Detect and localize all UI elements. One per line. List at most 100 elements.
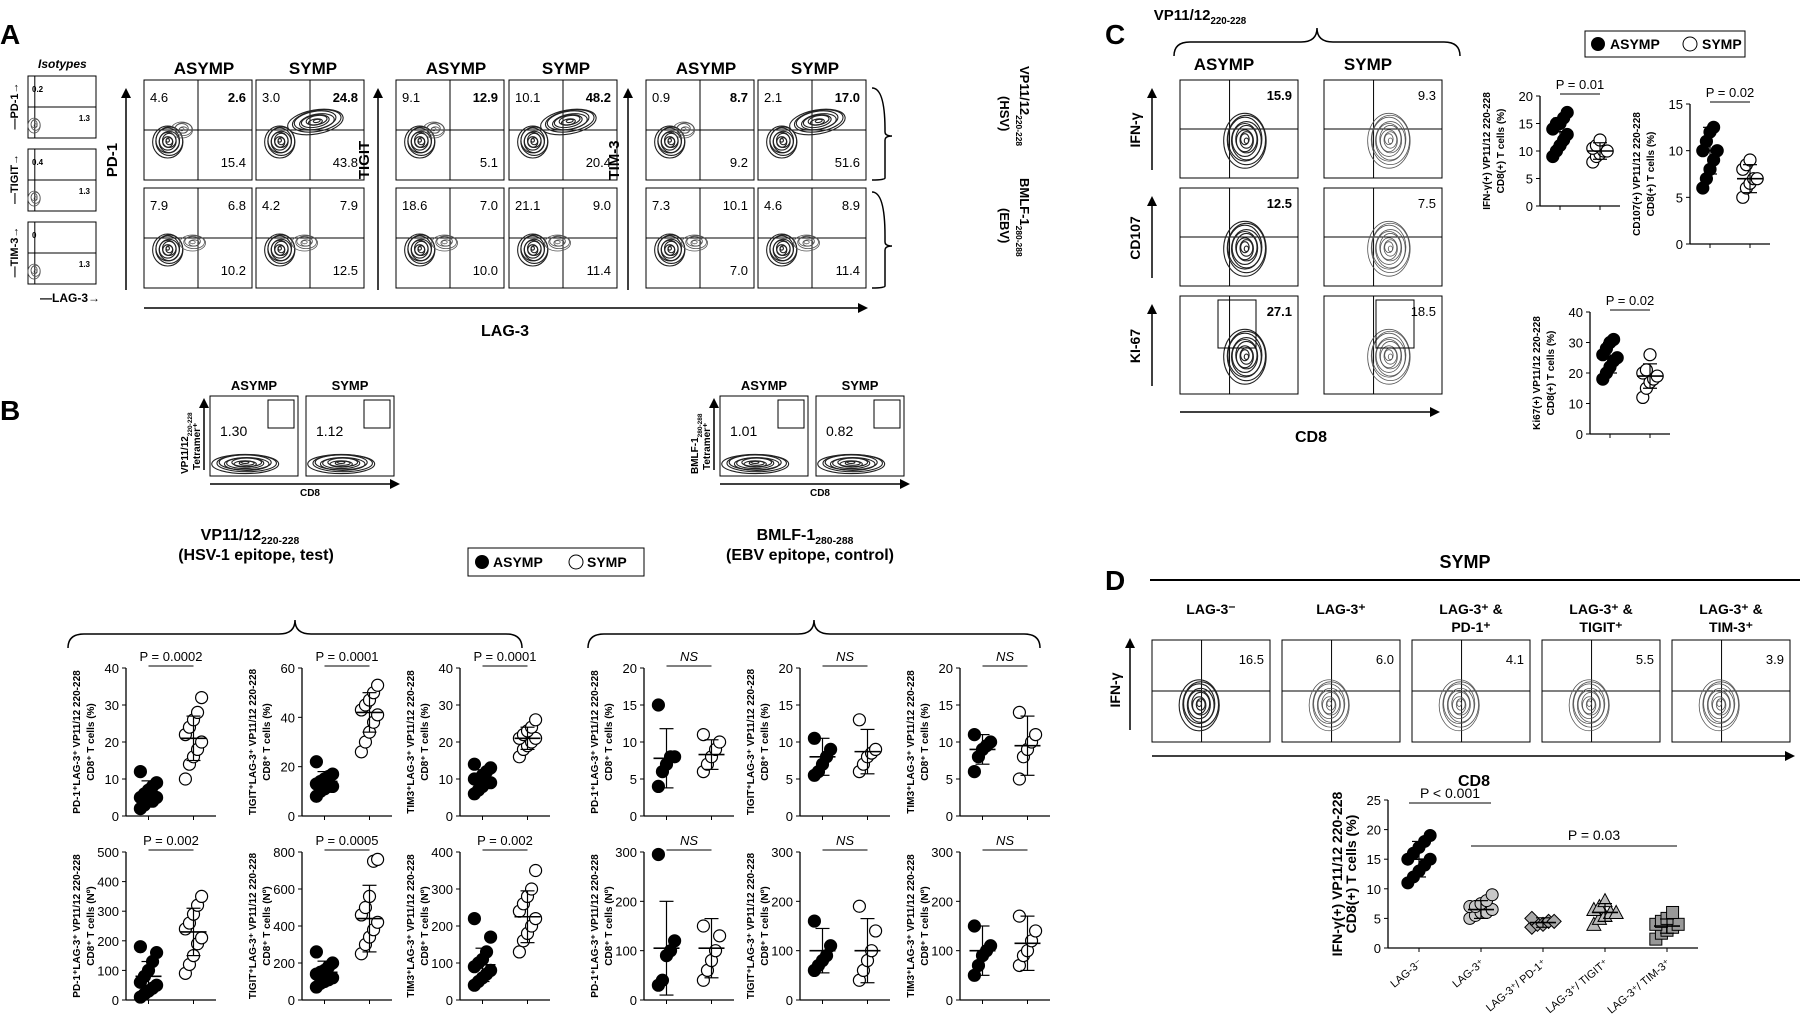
data-point-asymp: [1560, 105, 1574, 120]
contour-level: [189, 240, 196, 245]
chart-ylabel2: CD8⁺ T cells (%): [420, 703, 431, 781]
panel-c-asymp-header: ASYMP: [1194, 55, 1254, 74]
contour-level: [417, 138, 422, 143]
tetramer-group-header: SYMP: [332, 378, 369, 393]
contour-level: [560, 118, 576, 126]
panel-letter-a: A: [0, 19, 20, 50]
chart-ylabel2: CD8⁺ T cells (%): [262, 703, 273, 781]
panel-letter-c: C: [1105, 19, 1125, 50]
stat-label: P = 0.02: [1706, 85, 1755, 100]
contour-level: [1446, 687, 1475, 723]
tetramer-value: 1.01: [730, 423, 757, 439]
isotype-ylabel: —TIM-3→: [9, 227, 21, 278]
y-tick-label: 0: [630, 809, 637, 824]
y-tick-label: 15: [1367, 852, 1381, 867]
data-point-asymp: [823, 939, 838, 953]
contour-level: [676, 122, 695, 136]
contour-level: [1367, 328, 1411, 385]
y-tick-label: 5: [1374, 911, 1381, 926]
marker-ylabel-tigit: TIGIT: [356, 141, 373, 179]
gate-value: 6.0: [1376, 652, 1394, 667]
y-tick-label: 800: [273, 845, 295, 860]
data-point-symp: [1012, 705, 1027, 720]
flow-plot-pd-1: [143, 79, 253, 181]
panel-letter-d: D: [1105, 565, 1125, 596]
quadrant-lr-value: 43.8: [333, 155, 358, 170]
data-point-asymp: [326, 767, 340, 781]
y-tick-label: 200: [431, 919, 453, 934]
control-title: BMLF-1280-288: [757, 527, 854, 547]
stat-label: P = 0.01: [1556, 77, 1605, 92]
y-tick-label: 20: [281, 760, 295, 775]
contour-level: [814, 118, 823, 124]
contour-level: [300, 239, 312, 247]
contour-level: [1447, 689, 1471, 720]
contour-level: [803, 240, 810, 245]
y-tick-label: 300: [615, 845, 637, 860]
contour-level: [1196, 700, 1202, 708]
stat-label: P = 0.002: [143, 833, 199, 848]
contour-level: [1226, 330, 1267, 382]
contour-level: [1375, 121, 1406, 161]
flow-plot-pd-1: [143, 187, 253, 289]
data-point-symp: [1643, 348, 1657, 362]
data-point-asymp: [309, 945, 323, 959]
contour-level: [691, 240, 698, 245]
contour-level: [1316, 687, 1345, 723]
tetramer-xlabel: CD8: [300, 488, 320, 499]
gate-value: 7.5: [1418, 196, 1436, 211]
contour-level: [1576, 687, 1605, 723]
y-tick-label: 100: [97, 963, 119, 978]
contour-level: [295, 235, 317, 250]
contour-level: [554, 240, 561, 245]
tetramer-group-header: ASYMP: [741, 378, 788, 393]
contour-level: [188, 239, 200, 247]
y-tick-label: 40: [439, 661, 453, 676]
y-tick-label: 100: [931, 944, 953, 959]
contour-level: [417, 246, 422, 251]
x-category-label: LAG-3⁺: [1450, 957, 1487, 990]
contour-level: [551, 113, 588, 131]
contour-level: [1317, 689, 1341, 720]
flow-plot-ifn-γ: [1179, 79, 1299, 179]
y-tick-label: 10: [1569, 397, 1583, 412]
panel-d-col-header: LAG-3⁺: [1316, 601, 1365, 617]
tetramer-x-axis-arrowhead: [900, 479, 910, 489]
y-tick-label: 0: [1576, 427, 1583, 442]
stat-label: P < 0.001: [1420, 785, 1480, 801]
data-point-asymp: [651, 698, 666, 712]
contour-level: [553, 114, 583, 129]
y-tick-label: 15: [939, 698, 953, 713]
contour-level: [178, 126, 189, 134]
contour-level: [165, 138, 170, 143]
flow-plot-tim-3: [757, 79, 867, 181]
contour-level: [1322, 696, 1337, 715]
data-point-asymp: [484, 963, 498, 978]
contour-level: [1384, 133, 1394, 146]
contour-level: [441, 240, 448, 245]
flow-plot-tigit: [395, 187, 505, 289]
contour-level: [1379, 125, 1402, 154]
tetramer-gate: [777, 399, 805, 429]
tetramer-plot: [209, 395, 299, 477]
y-tick-label: 300: [771, 845, 793, 860]
contour-level: [530, 246, 535, 251]
panel-d-ylabel: IFN-γ: [1107, 672, 1123, 707]
tetramer-gate: [267, 399, 295, 429]
stat-label: P = 0.0001: [315, 649, 378, 664]
legend-box-b: [467, 547, 645, 577]
y-tick-label: 400: [97, 875, 119, 890]
y-tick-label: 500: [97, 845, 119, 860]
x-category-label: LAG-3⁺/ PD-1⁺: [1484, 957, 1549, 1014]
data-point-symp: [371, 708, 385, 722]
gate-value: 3.9: [1766, 652, 1784, 667]
contour-level: [1442, 681, 1479, 728]
contour-level: [1235, 340, 1258, 370]
test-brace: [67, 619, 523, 649]
contour-level: [565, 118, 574, 124]
data-point-symp: [528, 713, 543, 727]
